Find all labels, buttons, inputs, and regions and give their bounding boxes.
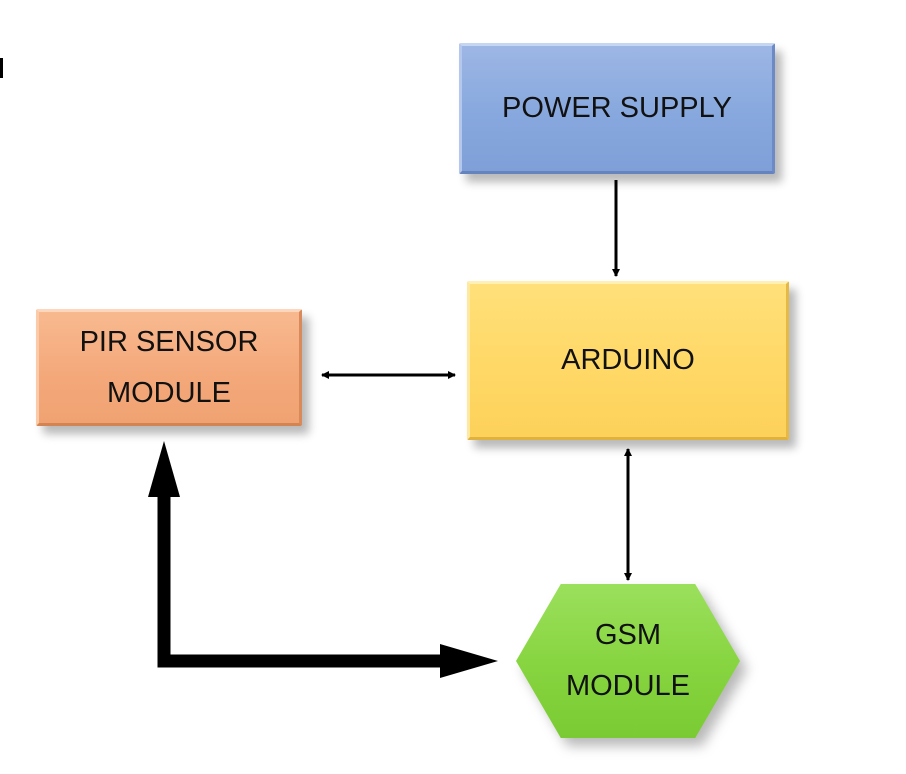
gsm-pir-bold-arrow <box>148 441 498 678</box>
arduino-block: ARDUINO <box>467 281 789 440</box>
power-supply-label: POWER SUPPLY <box>502 92 732 125</box>
power-supply-block: POWER SUPPLY <box>459 43 775 174</box>
gsm-label-line2: MODULE <box>565 670 691 702</box>
gsm-module-block: GSM MODULE <box>516 584 740 738</box>
pir-sensor-block: PIR SENSOR MODULE <box>36 309 302 426</box>
bold-arrowhead-up <box>148 441 180 497</box>
gsm-block-shadow: GSM MODULE <box>516 584 740 738</box>
arduino-label: ARDUINO <box>561 344 695 377</box>
edge-marker <box>0 58 3 78</box>
pir-sensor-label-line2: MODULE <box>106 376 232 409</box>
gsm-label-line1: GSM <box>594 619 662 652</box>
pir-sensor-label-line1: PIR SENSOR <box>79 325 259 358</box>
bold-arrowhead-right <box>440 644 498 678</box>
